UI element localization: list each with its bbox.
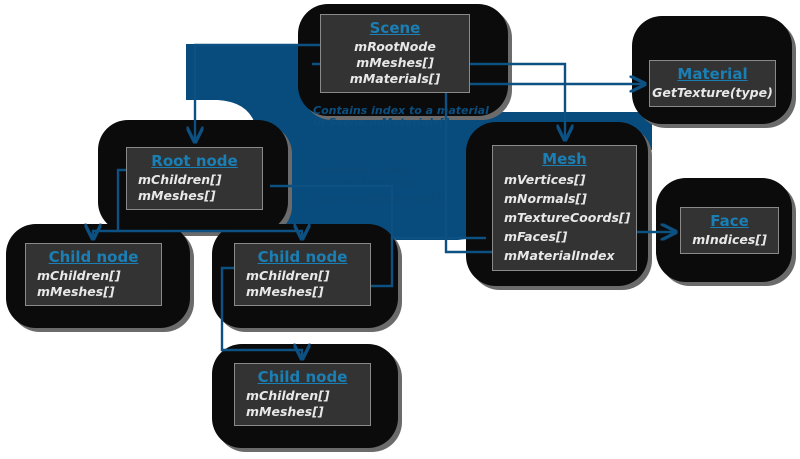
uml-box-child-node-1[interactable]: Child node mChildren[] mMeshes[] — [25, 243, 162, 306]
uml-box-face[interactable]: Face mIndices[] — [680, 207, 779, 254]
uml-box-root-node[interactable]: Root node mChildren[] mMeshes[] — [126, 147, 263, 210]
uml-attr-child-node-3-mchildren: mChildren[] — [246, 388, 330, 403]
uml-attr-mesh-mmaterialindex: mMaterialIndex — [504, 248, 615, 263]
annotation-material-index-ghost: Contains index to a material in Scene.mM… — [310, 163, 442, 205]
uml-attr-material-gettexture: GetTexture(type) — [652, 85, 773, 100]
annotation-material-index: Contains index to a material in Scene.mM… — [313, 104, 489, 129]
uml-attr-scene-mmaterials: mMaterials[] — [349, 71, 441, 86]
uml-title-material: Material — [677, 65, 748, 83]
uml-title-child-node-1: Child node — [48, 248, 139, 266]
uml-attr-mesh-mtexturecoords: mTextureCoords[] — [504, 210, 631, 225]
uml-attr-mesh-mfaces: mFaces[] — [504, 229, 568, 244]
uml-title-mesh: Mesh — [542, 150, 587, 168]
uml-attr-face-mindices: mIndices[] — [692, 232, 767, 247]
uml-attr-child-node-2-mmeshes: mMeshes[] — [246, 284, 324, 299]
edge-scene-to-root-node — [195, 43, 330, 140]
uml-attrs-mesh: mVertices[] mNormals[] mTextureCoords[] … — [493, 170, 636, 265]
uml-attrs-face: mIndices[] — [681, 232, 778, 248]
uml-attr-root-node-mmeshes: mMeshes[] — [138, 188, 216, 203]
uml-attr-scene-mrootnode: mRootNode — [354, 39, 436, 54]
uml-attr-child-node-1-mmeshes: mMeshes[] — [37, 284, 115, 299]
uml-attr-child-node-3-mmeshes: mMeshes[] — [246, 404, 324, 419]
uml-title-root-node: Root node — [151, 152, 238, 170]
uml-box-material[interactable]: Material GetTexture(type) — [649, 60, 776, 107]
uml-attr-root-node-mchildren: mChildren[] — [138, 172, 222, 187]
uml-attrs-root-node: mChildren[] mMeshes[] — [127, 172, 262, 204]
edge-root-node-to-child-2 — [118, 231, 302, 237]
uml-title-scene: Scene — [369, 19, 421, 37]
uml-attrs-child-node-2: mChildren[] mMeshes[] — [235, 268, 370, 300]
uml-attr-scene-mmeshes: mMeshes[] — [356, 55, 434, 70]
uml-attr-mesh-mvertices: mVertices[] — [504, 172, 586, 187]
uml-attr-child-node-2-mchildren: mChildren[] — [246, 268, 330, 283]
uml-box-child-node-3[interactable]: Child node mChildren[] mMeshes[] — [234, 363, 371, 426]
uml-box-mesh[interactable]: Mesh mVertices[] mNormals[] mTextureCoor… — [492, 145, 637, 271]
uml-title-child-node-3: Child node — [257, 368, 348, 386]
uml-attr-mesh-mnormals: mNormals[] — [504, 191, 587, 206]
uml-title-face: Face — [710, 212, 749, 230]
uml-box-child-node-2[interactable]: Child node mChildren[] mMeshes[] — [234, 243, 371, 306]
edge-mesh-material-index-to-material — [444, 84, 500, 254]
uml-attrs-child-node-3: mChildren[] mMeshes[] — [235, 388, 370, 420]
edge-root-node-meshes-to-mesh — [270, 184, 486, 240]
uml-attrs-scene: mRootNode mMeshes[] mMaterials[] — [321, 39, 469, 87]
uml-attrs-material: GetTexture(type) — [650, 85, 775, 101]
uml-attrs-child-node-1: mChildren[] mMeshes[] — [26, 268, 161, 300]
uml-title-child-node-2: Child node — [257, 248, 348, 266]
uml-attr-child-node-1-mchildren: mChildren[] — [37, 268, 121, 283]
uml-box-scene[interactable]: Scene mRootNode mMeshes[] mMaterials[] — [320, 14, 470, 93]
